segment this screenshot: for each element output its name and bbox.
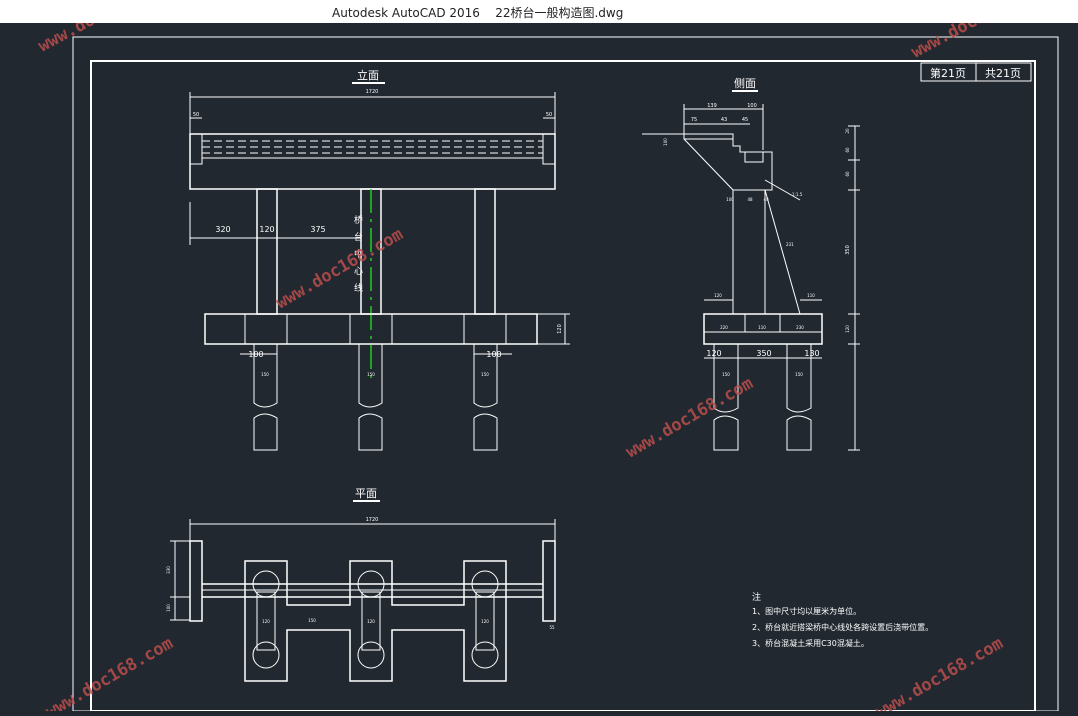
plan-right-dim: 55 [549,625,555,630]
title-bar: Autodesk AutoCAD 2016 22桥台一般构造图.dwg [0,0,1078,23]
side-pile-dim-2: 350 [756,349,771,358]
side-base-right: 110 [807,293,815,298]
front-overall-dim: 1720 [366,89,379,95]
front-pier-width: 120 [259,225,274,234]
plan-pile-label-3: 120 [481,619,489,624]
front-pile-dim-2: 100 [486,350,501,359]
front-end-left: 50 [193,112,199,118]
note-2: 2、桥台就近搭梁桥中心线处各跨设置后浇带位置。 [752,622,933,632]
side-dim-139: 139 [707,103,717,109]
plan-view-title: 平面 [355,487,377,500]
side-base-dim-2: 110 [758,325,766,330]
side-right-dim-1: 20 [845,128,850,134]
front-cap-height: 120 [557,324,563,334]
side-right-dim-2: 60 [845,147,850,153]
watermarks: www.doc168.com www.doc168.com www.doc168… [35,0,1044,716]
plan-view: 平面 1720 330 100 55 120 120 12 [166,487,556,682]
side-top-dim-3: 45 [742,117,748,123]
note-3: 3、桥台混凝土采用C30混凝土。 [752,638,869,648]
front-pile-label-1: 150 [261,372,269,377]
side-base-dim-3: 230 [796,325,804,330]
notes: 注 1、图中尺寸均以厘米为单位。 2、桥台就近搭梁桥中心线处各跨设置后浇带位置。… [752,591,933,648]
window-title: Autodesk AutoCAD 2016 22桥台一般构造图.dwg [332,4,623,21]
front-pile-label-2: 150 [367,372,375,377]
side-right-height: 350 [845,245,851,255]
front-view-title: 立面 [357,68,379,82]
plan-pile-label-2: 120 [367,619,375,624]
front-end-right: 50 [546,112,552,118]
watermark-5: www.doc168.com [43,633,177,711]
watermark-6: www.doc168.com [873,633,1007,711]
side-stem-dim-1: 100 [726,197,734,202]
side-stem-dim-3: 40 [763,197,769,202]
plan-mid-dim: 150 [308,618,316,623]
side-base-left: 120 [714,293,722,298]
plan-left-dim-2: 100 [166,604,171,612]
page-label: 第21页 [930,66,966,80]
front-span-left: 320 [215,225,230,234]
front-centerline-text: 桥台中心线 [352,214,363,300]
side-pile-dim-3: 130 [804,349,819,358]
side-slope-2: 231 [786,242,794,247]
side-left-dim: 100 [663,138,668,146]
side-view-title: 侧面 [734,77,756,90]
notes-heading: 注 [752,591,761,603]
plan-left-dim-1: 330 [166,566,171,574]
side-stem-dim-2: 48 [747,197,753,202]
page-box: 第21页 共21页 [920,62,1032,82]
total-label: 共21页 [985,67,1021,80]
watermark-4: www.doc168.com [623,373,757,462]
watermark-1: www.doc168.com [35,23,171,56]
side-cap-height: 120 [845,325,850,333]
side-top-dim-1: 75 [691,117,697,123]
document-name: 22桥台一般构造图.dwg [495,6,624,20]
side-right-dim-3: 60 [845,171,850,177]
app-name: Autodesk AutoCAD 2016 [332,6,480,20]
side-base-dim-1: 220 [720,325,728,330]
front-pile-label-3: 150 [481,372,489,377]
side-top-dim-2: 43 [721,117,727,123]
plan-overall-dim: 1720 [366,517,379,523]
side-pile-dim-1: 120 [706,349,721,358]
side-slope: 1:1.5 [792,192,803,197]
outer-border [72,36,1059,712]
note-1: 1、图中尺寸均以厘米为单位。 [752,606,861,616]
side-dim-100: 100 [747,103,757,109]
side-pile-label-1: 150 [722,372,730,377]
front-view: 立面 1720 50 50 320 120 375 桥台中心线 [189,68,570,451]
front-span-right: 375 [310,225,325,234]
side-pile-label-2: 150 [795,372,803,377]
watermark-2: www.doc168.com [908,23,1044,62]
side-view: 侧面 139 100 75 43 45 1:1.5 231 100 100 48… [642,77,860,451]
plan-pile-label-1: 120 [262,619,270,624]
front-piles [240,344,512,451]
front-pile-dim-1: 100 [248,350,263,359]
